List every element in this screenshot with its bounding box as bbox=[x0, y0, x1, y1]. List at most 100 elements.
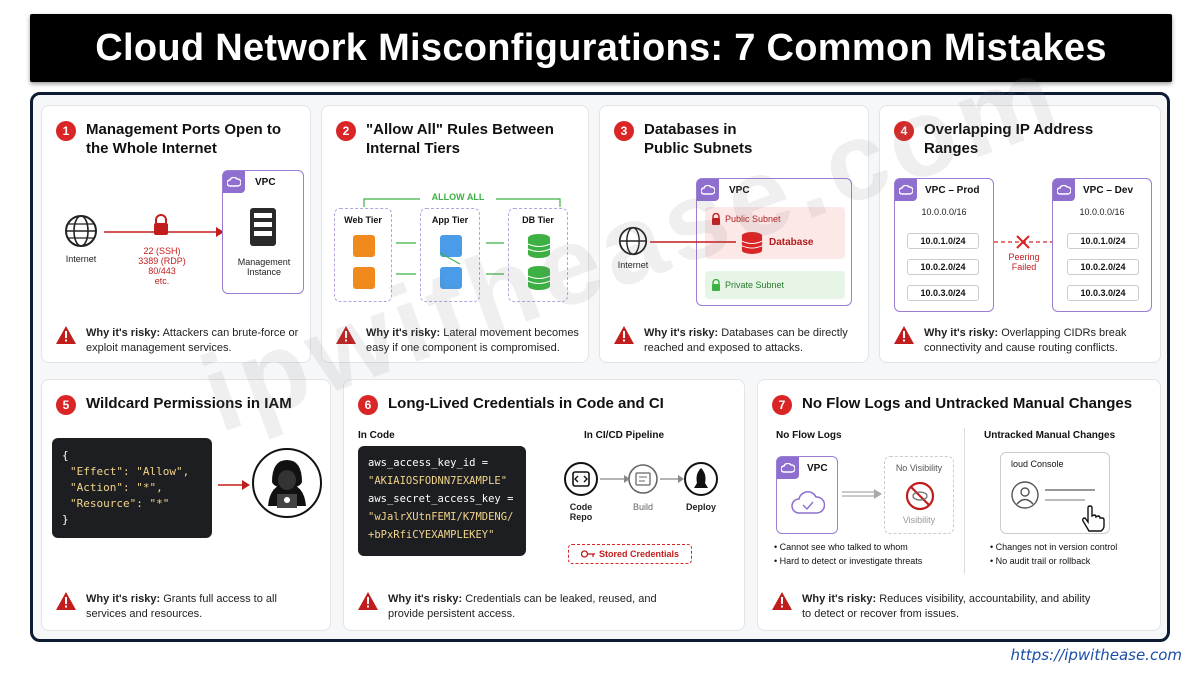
bullet-item: • Changes not in version control bbox=[990, 542, 1118, 552]
public-subnet-label: Public Subnet bbox=[711, 213, 781, 225]
code-line: "Effect": "Allow", bbox=[70, 465, 190, 478]
subnet-box: 10.0.3.0/24 bbox=[907, 285, 979, 301]
server-icon bbox=[250, 208, 276, 246]
vpc-prod-label: VPC – Prod bbox=[925, 184, 980, 196]
code-line: } bbox=[62, 513, 69, 526]
card-6-number: 6 bbox=[358, 395, 378, 415]
card-2-number: 2 bbox=[336, 121, 356, 141]
stored-credentials: Stored Credentials bbox=[568, 544, 692, 564]
bullet-item: • No audit trail or rollback bbox=[990, 556, 1091, 566]
card-6-title: Long-Lived Credentials in Code and CI bbox=[388, 395, 664, 412]
card-1-heading: 1 Management Ports Open to the Whole Int… bbox=[56, 120, 286, 158]
database-label: Database bbox=[769, 237, 814, 248]
card-allow-all: 2 "Allow All" Rules Between Internal Tie… bbox=[321, 105, 589, 363]
port-web: 80/443 bbox=[148, 266, 176, 276]
no-visibility-label: No Visibility bbox=[895, 463, 943, 473]
subnet-box: 10.0.2.0/24 bbox=[907, 259, 979, 275]
card-3-heading: 3 Databases in Public Subnets bbox=[614, 120, 784, 158]
globe-icon bbox=[65, 215, 97, 247]
allow-all-label: ALLOW ALL bbox=[420, 192, 496, 202]
lock-icon bbox=[712, 213, 720, 225]
visibility-label: Visibility bbox=[902, 515, 936, 525]
compute-icon bbox=[440, 267, 462, 289]
code-line: +bPxRfiCYEXAMPLEKEY" bbox=[368, 529, 495, 541]
port-ssh: 22 (SSH) bbox=[143, 246, 181, 256]
vpc-prod-box: VPC – Prod 10.0.0.0/16 10.0.1.0/24 10.0.… bbox=[894, 178, 994, 312]
infographic-frame: 1 Management Ports Open to the Whole Int… bbox=[30, 92, 1170, 642]
section-divider bbox=[964, 428, 965, 574]
warning-icon bbox=[358, 592, 378, 610]
card-5-heading: 5 Wildcard Permissions in IAM bbox=[56, 394, 292, 415]
cloud-console-box: loud Console bbox=[1000, 452, 1110, 534]
hacker-icon bbox=[252, 448, 322, 518]
risk-text: Reduces visibility, accountability, and … bbox=[802, 593, 1091, 620]
port-etc: etc. bbox=[154, 276, 170, 286]
web-tier: Web Tier bbox=[334, 208, 392, 302]
no-flow-logs-heading: No Flow Logs bbox=[776, 430, 842, 441]
warning-icon bbox=[56, 326, 76, 344]
internet-label: Internet bbox=[65, 254, 97, 264]
risk-text: Credentials can be leaked, reused, and p… bbox=[388, 593, 657, 620]
warning-icon bbox=[894, 326, 914, 344]
card-2-title: "Allow All" Rules Between Internal Tiers bbox=[366, 121, 554, 157]
code-line: "Resource": "*" bbox=[70, 497, 170, 510]
card-5-title: Wildcard Permissions in IAM bbox=[86, 395, 292, 412]
credentials-code: aws_access_key_id = "AKIAIOSFODNN7EXAMPL… bbox=[358, 446, 526, 556]
cloud-icon bbox=[895, 179, 917, 201]
card-2-risk: Why it's risky: Lateral movement becomes… bbox=[336, 326, 584, 356]
card-6-risk: Why it's risky: Credentials can be leake… bbox=[358, 592, 678, 622]
code-line: { bbox=[62, 449, 69, 462]
risk-label: Why it's risky: bbox=[802, 593, 877, 605]
card-1-number: 1 bbox=[56, 121, 76, 141]
vpc-dev-cidr: 10.0.0.0/16 bbox=[1079, 207, 1125, 217]
risk-text: Overlapping CIDRs break connectivity and… bbox=[924, 327, 1127, 354]
card-long-lived-credentials: 6 Long-Lived Credentials in Code and CI … bbox=[343, 379, 745, 631]
footer-link[interactable]: https://ipwithease.com bbox=[1010, 646, 1182, 664]
step-deploy: Deploy bbox=[685, 502, 716, 512]
in-pipeline-label: In CI/CD Pipeline bbox=[584, 430, 665, 441]
card-6-heading: 6 Long-Lived Credentials in Code and CI bbox=[358, 394, 664, 415]
cloud-console-label: loud Console bbox=[1011, 459, 1064, 469]
management-instance-label: Management Instance bbox=[237, 257, 291, 277]
pipeline-arrows bbox=[600, 475, 684, 483]
key-icon bbox=[580, 550, 595, 558]
code-line: aws_access_key_id = bbox=[368, 457, 489, 469]
globe-icon bbox=[618, 226, 648, 256]
card-wildcard-iam: 5 Wildcard Permissions in IAM { "Effect"… bbox=[41, 379, 331, 631]
warning-icon bbox=[772, 592, 792, 610]
code-line: "Action": "*", bbox=[70, 481, 163, 494]
app-tier: App Tier bbox=[420, 208, 480, 302]
database-icon bbox=[527, 234, 551, 258]
web-tier-label: Web Tier bbox=[344, 215, 382, 225]
card-1-title: Management Ports Open to the Whole Inter… bbox=[86, 121, 282, 157]
vpc-label: VPC bbox=[255, 176, 276, 188]
card-4-number: 4 bbox=[894, 121, 914, 141]
card-overlapping-ip: 4 Overlapping IP Address Ranges VPC – Pr… bbox=[879, 105, 1161, 363]
vpc-box: VPC bbox=[776, 456, 838, 534]
lock-icon bbox=[712, 279, 720, 291]
subnet-box: 10.0.2.0/24 bbox=[1067, 259, 1139, 275]
vpc-header: VPC – Prod bbox=[895, 179, 979, 201]
risk-label: Why it's risky: bbox=[644, 327, 719, 339]
bullet-item: • Cannot see who talked to whom bbox=[774, 542, 908, 552]
compute-icon bbox=[353, 235, 375, 257]
cloud-icon bbox=[223, 171, 245, 193]
hand-pointer-icon bbox=[1082, 505, 1105, 532]
iam-policy-code: { "Effect": "Allow", "Action": "*", "Res… bbox=[52, 438, 212, 538]
vpc-label: VPC bbox=[729, 184, 750, 196]
card-7-number: 7 bbox=[772, 395, 792, 415]
card-1-risk: Why it's risky: Attackers can brute-forc… bbox=[56, 326, 306, 356]
bullet-item: • Hard to detect or investigate threats bbox=[774, 556, 923, 566]
database-icon bbox=[741, 232, 763, 254]
lateral-arrows bbox=[396, 242, 504, 275]
double-arrow-icon bbox=[842, 489, 882, 499]
user-icon bbox=[1011, 481, 1039, 509]
app-tier-label: App Tier bbox=[431, 215, 469, 225]
risk-text: Databases can be directly reached and ex… bbox=[644, 327, 848, 354]
subnet-box: 10.0.3.0/24 bbox=[1067, 285, 1139, 301]
page-title: Cloud Network Misconfigurations: 7 Commo… bbox=[30, 14, 1172, 82]
private-subnet-label: Private Subnet bbox=[711, 279, 784, 291]
vpc-header: VPC bbox=[223, 171, 276, 193]
card-4-heading: 4 Overlapping IP Address Ranges bbox=[894, 120, 1124, 158]
build-icon bbox=[628, 464, 658, 494]
